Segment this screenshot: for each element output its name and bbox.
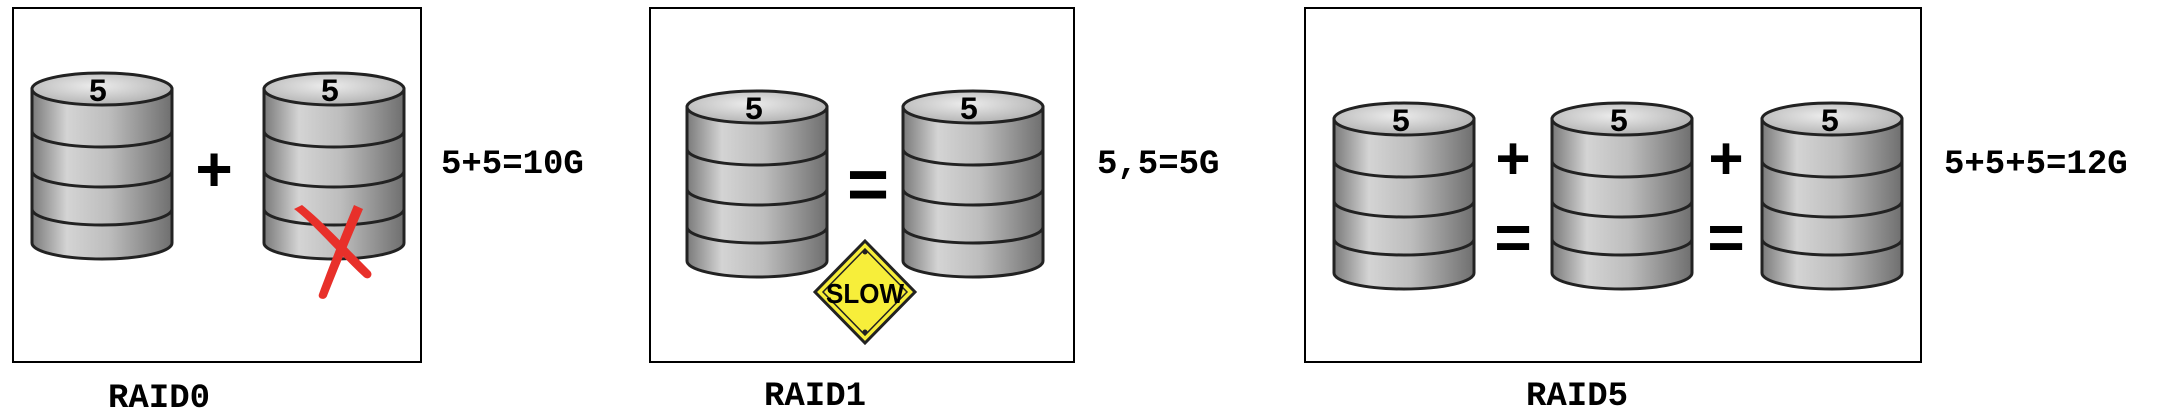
slow-warning-sign-icon: SLOW	[812, 238, 918, 346]
raid5-diagram: 5 + = 5 + = 5	[1332, 101, 1904, 291]
slow-warning-text: SLOW	[826, 278, 905, 309]
raid0-panel: 5 + 5	[12, 7, 422, 363]
disk-capacity: 5	[1820, 104, 1839, 141]
raid5-panel: 5 + = 5 + = 5	[1304, 7, 1922, 363]
raid1-diagram: 5 = 5 SLOW	[685, 89, 1045, 346]
plus-operator: +	[1495, 125, 1530, 192]
raid1-label: RAID1	[764, 378, 867, 416]
equals-operator: =	[847, 145, 889, 225]
equals-operator: =	[1494, 201, 1531, 273]
disk-capacity: 5	[959, 92, 978, 129]
equals-operator: =	[1707, 201, 1744, 273]
disk-capacity: 5	[1391, 104, 1410, 141]
raid5-formula: 5+5+5=12G	[1944, 146, 2128, 184]
disk-capacity: 5	[744, 92, 763, 129]
raid5-label: RAID5	[1526, 378, 1629, 416]
disk-capacity: 5	[320, 74, 339, 111]
disk-capacity: 5	[1609, 104, 1628, 141]
raid1-panel: 5 = 5 SLOW	[649, 7, 1075, 363]
raid0-diagram: 5 + 5	[30, 71, 406, 299]
failed-disk-x-icon	[294, 205, 372, 299]
raid0-label: RAID0	[108, 380, 211, 418]
raid0-formula: 5+5=10G	[441, 146, 584, 184]
plus-operator: +	[195, 133, 232, 205]
plus-operator: +	[1708, 125, 1743, 192]
disk-capacity: 5	[88, 74, 107, 111]
raid1-formula: 5,5=5G	[1097, 146, 1220, 184]
